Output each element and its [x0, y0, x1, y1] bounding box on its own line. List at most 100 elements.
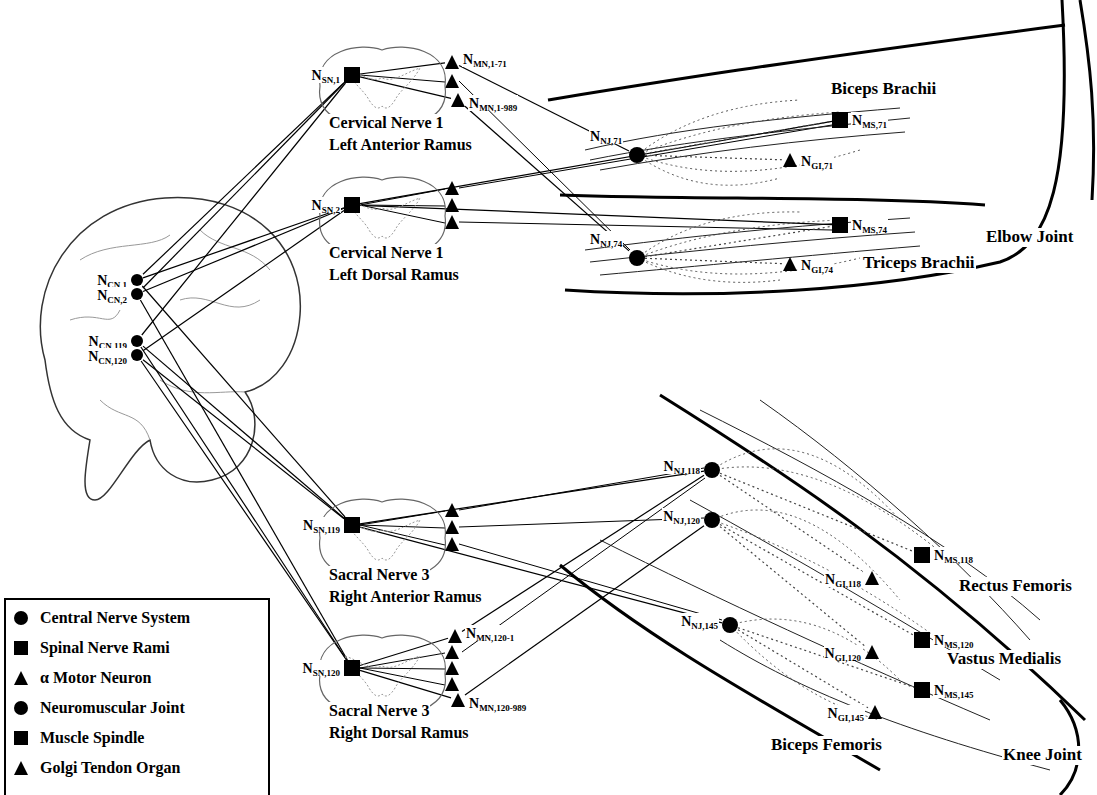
nerve-fiber: [360, 471, 704, 524]
square-symbol-fill: [344, 660, 360, 676]
triangle-symbol-fill: [451, 693, 465, 707]
legend-text: Golgi Tendon Organ: [40, 759, 181, 776]
symbol-letter: N: [801, 258, 811, 273]
triangle-symbol: [783, 257, 797, 271]
motor-neuron-node: NMN,120-989: [451, 693, 465, 707]
nerve-fiber: [645, 258, 783, 263]
legend-text: Spinal Nerve Rami: [40, 639, 170, 656]
circle-symbol: [629, 250, 645, 266]
node-label: NSN,1: [311, 67, 341, 83]
triangle-symbol-fill: [865, 571, 879, 585]
legend-text: Central Nerve System: [40, 609, 190, 626]
nerve-fiber: [738, 628, 914, 688]
symbol-subscript: NJ,74: [600, 239, 622, 249]
node-label: NCN,120: [87, 348, 128, 364]
square-symbol: [914, 547, 930, 563]
legend-symbol: [14, 641, 28, 655]
symbol-letter: N: [89, 334, 99, 349]
node-label: NCN,119: [88, 333, 128, 349]
spinal-cord-section: Sacral Nerve 3Right Dorsal RamusNSN,120N…: [300, 626, 465, 721]
motor-neuron-node: NMN,120-1: [448, 629, 462, 643]
square-symbol: [832, 217, 848, 233]
symbol-subscript: MS,118: [944, 555, 973, 565]
circle-symbol-fill: [629, 250, 645, 266]
nerve-fiber: [360, 670, 451, 698]
symbol-letter: N: [825, 646, 835, 661]
square-symbol: [344, 67, 360, 83]
nerve-fiber: [465, 106, 629, 251]
circle-symbol: [131, 335, 143, 347]
triangle-symbol-fill: [865, 645, 879, 659]
node-label: NSN,119: [302, 517, 341, 533]
symbol-subscript: MS,120: [944, 640, 973, 650]
central-nerve-node: NCN,1: [131, 274, 143, 286]
triangle-symbol-fill: [783, 257, 797, 271]
ramus-name: Left Anterior Ramus: [328, 136, 473, 154]
node-label: NNJ,118: [663, 458, 701, 474]
spinal-nerve-rami-node: NSN,2: [344, 197, 360, 213]
node-label: NGI,120: [824, 645, 862, 661]
symbol-subscript: MN,1-71: [473, 59, 507, 69]
symbol-subscript: SN,1: [322, 75, 340, 85]
circle-symbol: [131, 349, 143, 361]
golgi-tendon-node: NGI,71: [783, 153, 797, 167]
legend-symbol: [14, 701, 28, 715]
symbol-subscript: GI,71: [811, 161, 833, 171]
anatomy-label: Triceps Brachii: [862, 254, 976, 273]
square-symbol: [344, 660, 360, 676]
anatomy-label: Biceps Femoris: [770, 736, 883, 755]
central-nerve-node: NCN,2: [131, 288, 143, 300]
nerve-fiber: [143, 211, 344, 351]
symbol-subscript: MS,74: [862, 225, 887, 235]
node-label: NMS,74: [851, 217, 888, 233]
nerve-fiber: [143, 346, 344, 518]
symbol-subscript: MS,71: [862, 120, 887, 130]
nerve-fiber: [360, 121, 832, 203]
anatomy-label: Vastus Medialis: [946, 650, 1062, 669]
nerve-fiber: [459, 66, 629, 152]
motor-neuron-node: NMN,1-989: [451, 93, 465, 107]
triangle-symbol-fill: [451, 93, 465, 107]
nerve-fiber: [720, 473, 914, 552]
symbol-subscript: GI,120: [835, 653, 861, 663]
legend-symbol-fill: [14, 731, 28, 745]
square-symbol-fill: [914, 547, 930, 563]
square-symbol-fill: [914, 682, 930, 698]
nerve-name: Cervical Nerve 1: [328, 114, 445, 132]
legend-text: α Motor Neuron: [40, 669, 151, 686]
muscle-spindle-node: NMS,120: [914, 632, 930, 648]
symbol-letter: N: [852, 113, 862, 128]
spinal-cord-section: Sacral Nerve 3Right Anterior RamusNSN,11…: [300, 490, 465, 585]
cord-grey-matter: [345, 68, 420, 108]
nerve-fiber: [142, 286, 345, 517]
legend-text: Muscle Spindle: [40, 729, 144, 746]
symbol-letter: N: [469, 696, 479, 711]
central-nerve-node: NCN,119: [131, 335, 143, 347]
symbol-subscript: SN,2: [322, 205, 340, 215]
circle-symbol: [704, 462, 720, 478]
nerve-name: Cervical Nerve 1: [328, 244, 445, 262]
symbol-letter: N: [681, 614, 691, 629]
square-symbol-fill: [832, 217, 848, 233]
symbol-letter: N: [825, 572, 835, 587]
nerve-fiber: [360, 77, 451, 98]
symbol-letter: N: [466, 626, 476, 641]
symbol-letter: N: [303, 661, 313, 676]
symbol-subscript: MN,120-1: [476, 633, 514, 643]
node-label: NMN,120-1: [465, 625, 515, 641]
node-label: NCN,1: [96, 272, 128, 288]
nerve-fiber: [360, 638, 448, 665]
symbol-letter: N: [97, 273, 107, 288]
nerve-fiber: [143, 360, 344, 519]
spinal-nerve-rami-node: NSN,1: [344, 67, 360, 83]
node-label: NNJ,74: [589, 231, 623, 247]
node-label: NMS,118: [933, 547, 974, 563]
symbol-letter: N: [801, 154, 811, 169]
triangle-symbol: [445, 55, 459, 69]
square-symbol: [344, 517, 360, 533]
nerve-fiber: [142, 83, 346, 335]
legend-row: Central Nerve System: [14, 608, 164, 628]
symbol-letter: N: [303, 518, 313, 533]
spinal-nerve-rami-node: NSN,119: [344, 517, 360, 533]
anatomy-label: Elbow Joint: [985, 228, 1074, 247]
